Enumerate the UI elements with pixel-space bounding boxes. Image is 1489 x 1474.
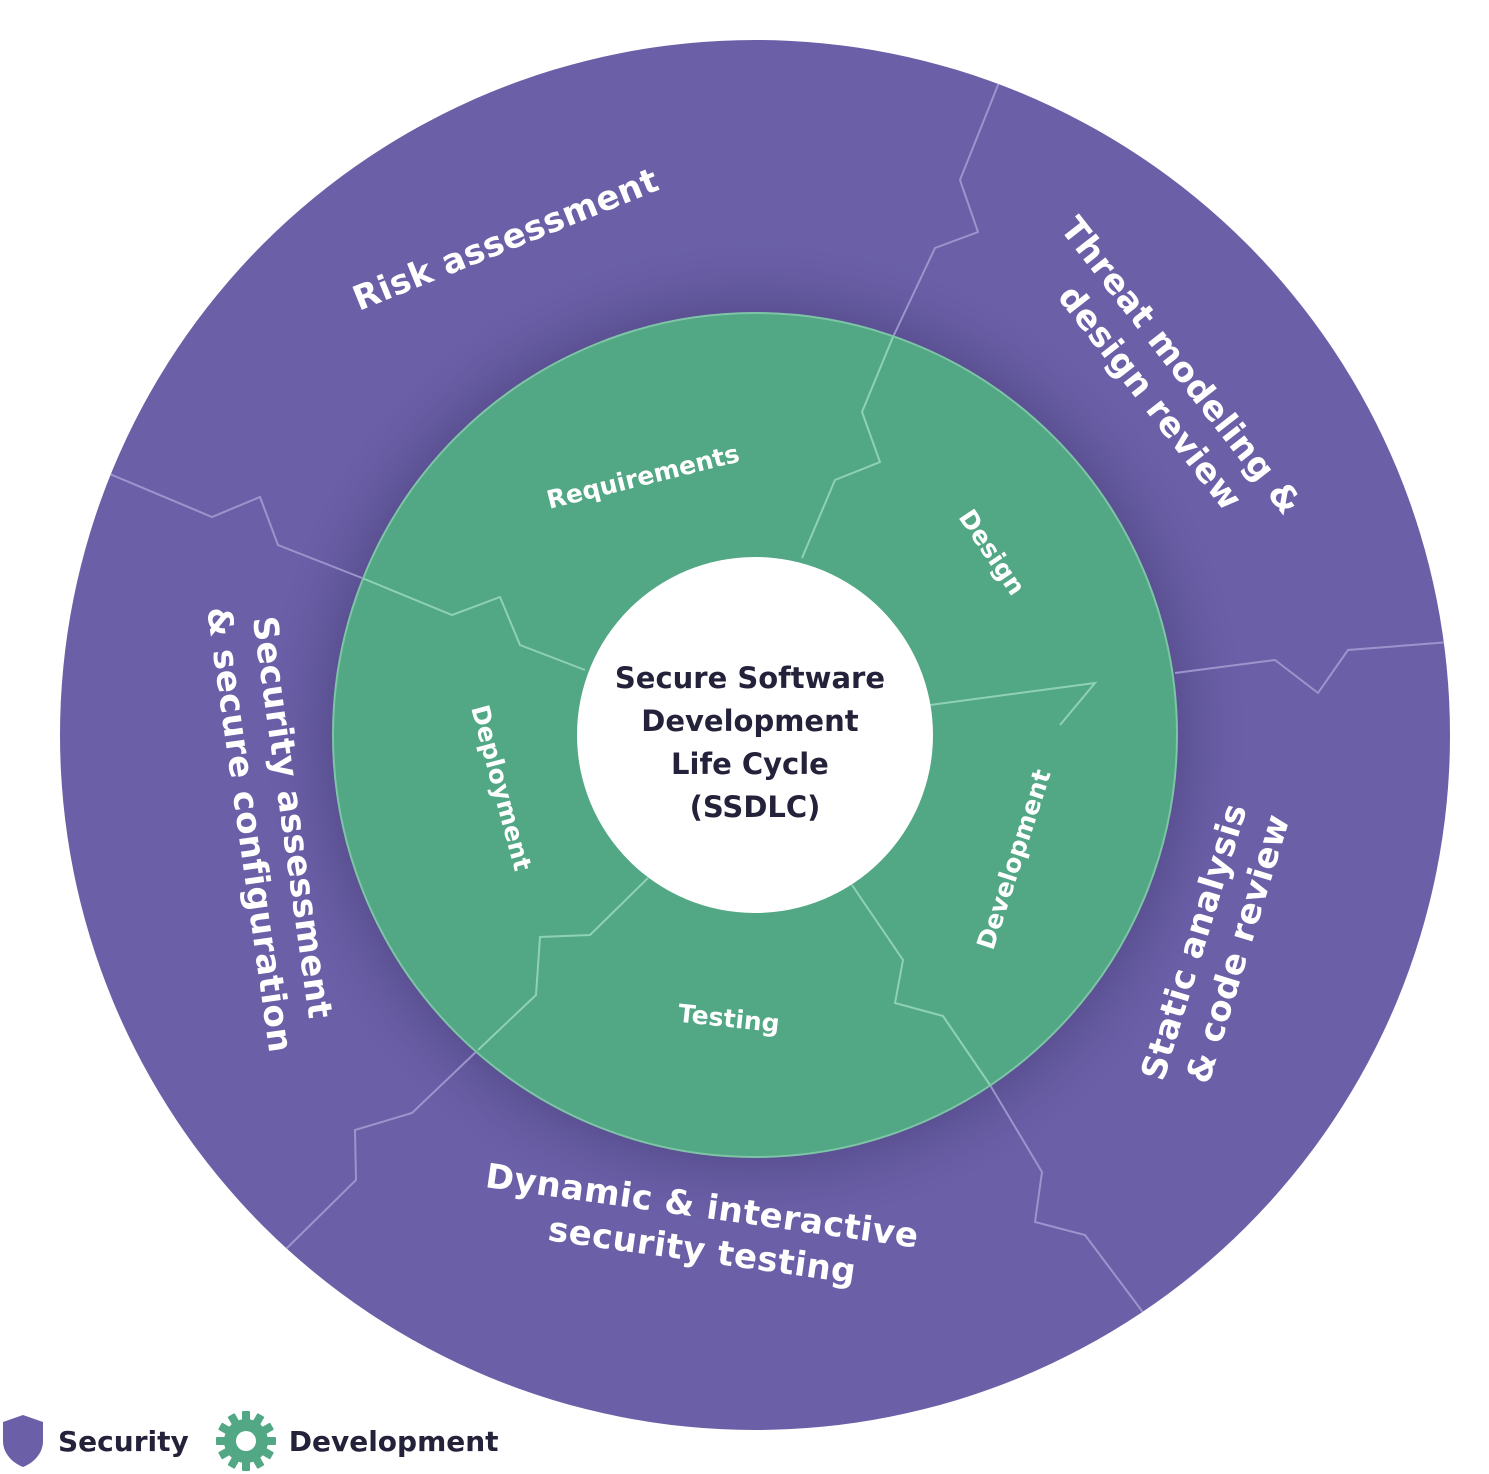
shield-icon xyxy=(3,1415,43,1467)
divider-deployment-requirements xyxy=(361,577,586,671)
divider-requirements-design xyxy=(801,336,894,559)
center-line-1: Secure Software xyxy=(615,661,885,695)
divider-development-testing xyxy=(851,884,991,1086)
legend-label-development: Development xyxy=(288,1424,499,1458)
divider-risk-threat xyxy=(892,79,1001,338)
divider-secassess-risk xyxy=(104,471,363,579)
divider-threat-static xyxy=(1174,641,1450,695)
legend-label-security: Security xyxy=(58,1424,189,1458)
divider-static-dynamic xyxy=(989,1084,1146,1316)
legend-item-security: Security xyxy=(0,1413,189,1469)
divider-dynamic-secassess xyxy=(284,1049,479,1251)
center-circle xyxy=(577,557,933,913)
center-title: Secure Software Development Life Cycle (… xyxy=(615,661,895,824)
inner-dividers xyxy=(361,336,1098,1086)
legend-item-development: Development xyxy=(215,1410,499,1472)
divider-testing-deployment xyxy=(477,877,649,1051)
outer-dividers xyxy=(104,79,1450,1316)
legend: Security xyxy=(0,1408,525,1474)
divider-design-development xyxy=(929,681,1098,726)
center-line-3: Life Cycle xyxy=(671,747,829,781)
center-line-2: Development xyxy=(641,704,858,738)
gear-icon xyxy=(215,1411,276,1471)
center-line-4: (SSDLC) xyxy=(690,790,821,824)
